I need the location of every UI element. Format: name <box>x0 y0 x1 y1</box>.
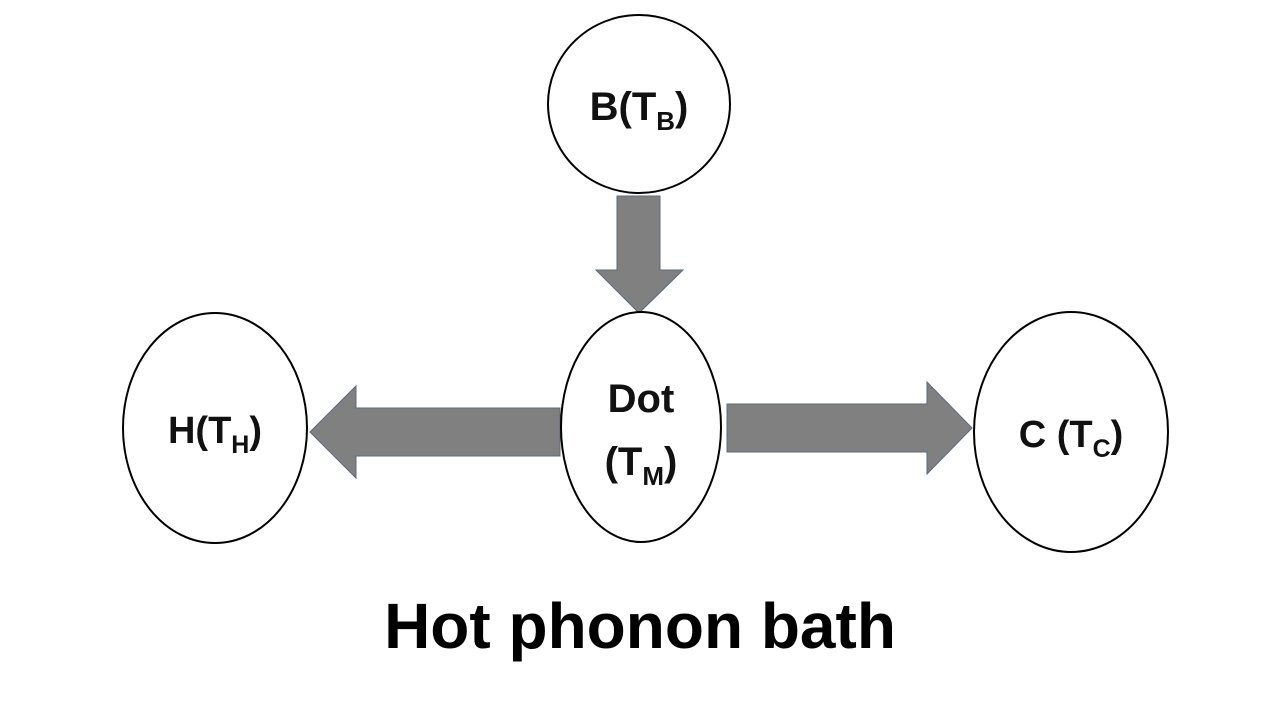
node-b-subscript: B <box>656 106 675 136</box>
node-h-circle <box>122 312 308 544</box>
arrow-dot-to-c <box>726 380 973 476</box>
node-dot-label-line1: Dot <box>608 377 675 421</box>
node-h: H(TH) <box>122 312 308 544</box>
node-c-label: C (TC) <box>1019 414 1124 463</box>
node-h-subscript: H <box>231 431 249 459</box>
arrow-b-to-dot <box>594 195 685 314</box>
node-c-circle <box>973 311 1169 553</box>
arrow-dot-to-h <box>309 384 561 480</box>
node-c: C (TC) <box>973 311 1169 553</box>
node-b-circle <box>547 14 731 194</box>
node-dot-circle <box>560 311 722 543</box>
diagram-caption: Hot phonon bath <box>384 590 896 662</box>
node-b: B(TB) <box>547 14 731 194</box>
node-dot: Dot (TM) <box>560 311 722 543</box>
node-b-label: B(TB) <box>590 85 689 136</box>
node-h-label: H(TH) <box>168 410 262 459</box>
node-dot-label-line2: (TM) <box>605 440 678 491</box>
node-c-subscript: C <box>1093 435 1111 463</box>
node-dot-subscript: M <box>642 461 664 491</box>
